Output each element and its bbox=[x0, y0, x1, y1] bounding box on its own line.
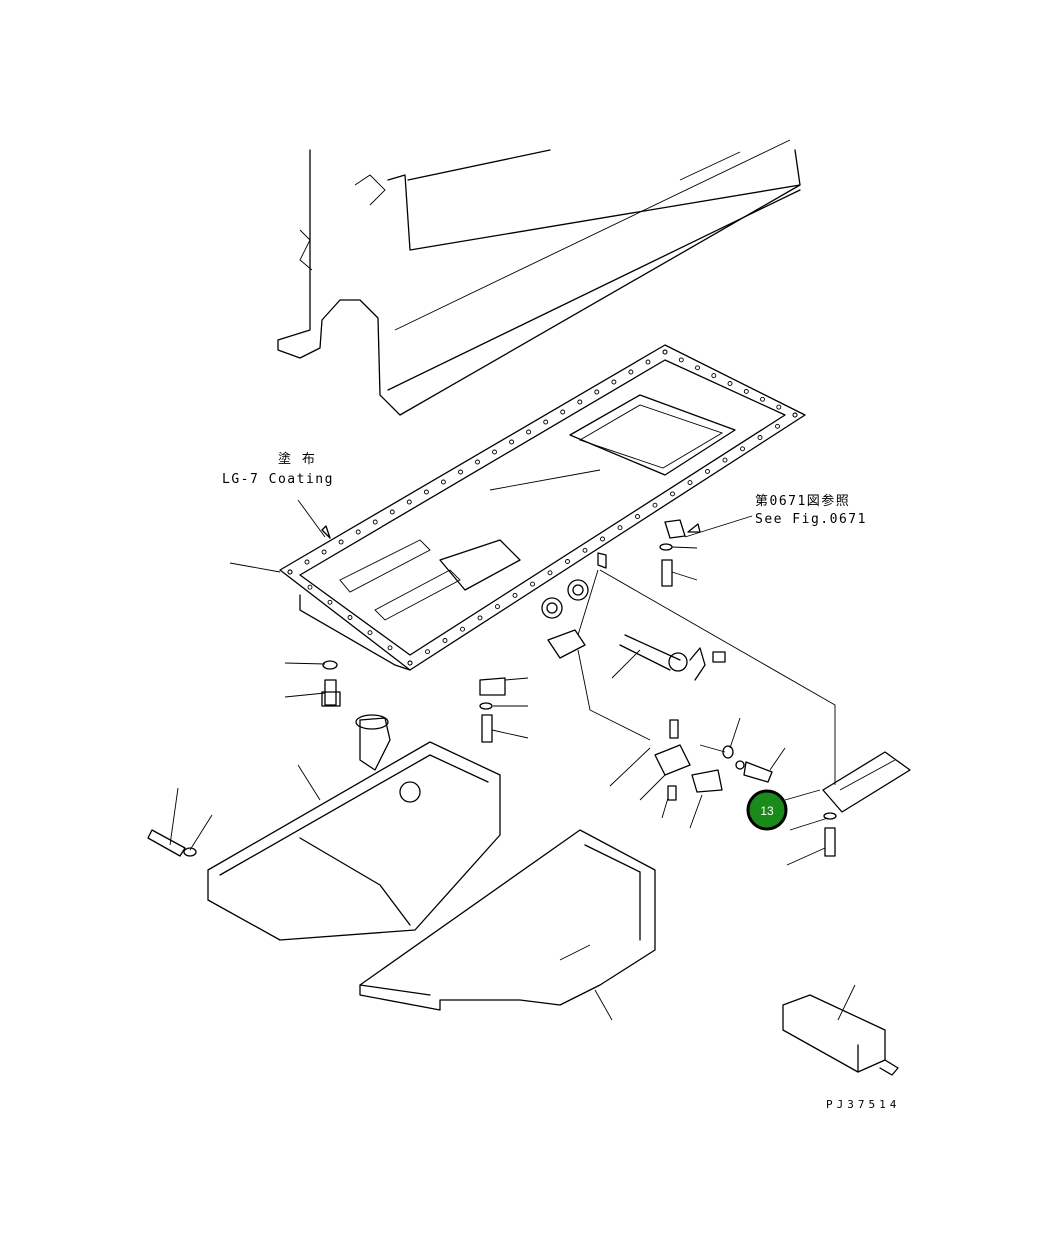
clamp-and-bolt-right bbox=[659, 519, 686, 587]
fittings bbox=[479, 552, 726, 696]
drawing-code: PJ37514 bbox=[826, 1098, 900, 1111]
bolt-hole bbox=[512, 592, 518, 598]
bolt-hole bbox=[327, 599, 333, 605]
bolt-hole bbox=[635, 514, 640, 519]
bolt-hole bbox=[600, 536, 605, 542]
lower-bracket bbox=[359, 829, 656, 1011]
engine-block bbox=[277, 139, 801, 416]
bolt-hole bbox=[458, 469, 463, 475]
bolt-hole bbox=[652, 502, 658, 508]
bolt-hole bbox=[687, 480, 693, 486]
bolt-hole bbox=[526, 429, 532, 435]
bolt-hole bbox=[321, 549, 327, 555]
bolt-hole bbox=[530, 581, 535, 587]
bolt-hole bbox=[722, 457, 728, 463]
bolt-hole bbox=[307, 584, 313, 590]
washer-and-bolt-left bbox=[321, 660, 493, 743]
bolt-hole bbox=[338, 539, 344, 545]
bolt-hole bbox=[757, 435, 763, 440]
leader-lines bbox=[169, 499, 856, 1021]
bolt-hole bbox=[577, 399, 583, 405]
coating-arrow-icon bbox=[321, 525, 331, 539]
bolt-hole bbox=[628, 369, 634, 375]
bolt-hole bbox=[442, 638, 448, 643]
bolt-hole bbox=[423, 489, 429, 495]
bolt-hole bbox=[617, 525, 623, 531]
bolt-hole bbox=[355, 529, 361, 535]
bolt-hole bbox=[547, 570, 553, 576]
bolt-hole bbox=[543, 419, 549, 425]
bolt-hole bbox=[594, 389, 600, 395]
bolt-hole bbox=[711, 373, 717, 379]
bolt-hole bbox=[775, 423, 780, 429]
callout-circle[interactable] bbox=[746, 789, 788, 831]
level-gauge-component bbox=[782, 994, 899, 1076]
callout-13[interactable]: 13 bbox=[746, 789, 788, 831]
bolt-hole bbox=[475, 459, 480, 465]
bolt-hole bbox=[645, 359, 651, 365]
bolt-hole bbox=[565, 559, 570, 564]
oil-pan-lower bbox=[207, 714, 501, 941]
flange-bolt-holes bbox=[287, 349, 798, 666]
bolt-hole bbox=[440, 479, 446, 485]
bolt-hole bbox=[406, 499, 412, 505]
bolt-hole bbox=[743, 388, 749, 394]
bolt-hole bbox=[389, 509, 395, 515]
bolt-hole bbox=[304, 559, 310, 565]
bolt-hole bbox=[367, 630, 373, 636]
bolt-hole bbox=[695, 365, 700, 371]
figure-ref-en: See Fig.0671 bbox=[755, 512, 867, 527]
callout-number[interactable]: 13 bbox=[760, 804, 774, 818]
bolt-hole bbox=[509, 439, 515, 445]
bolt-hole bbox=[372, 519, 378, 525]
figure-ref-jp: 第0671図参照 bbox=[755, 493, 850, 509]
bolt-hole bbox=[662, 349, 668, 355]
bolt-hole bbox=[740, 446, 745, 452]
bolt-hole bbox=[347, 615, 353, 620]
bolt-hole bbox=[705, 468, 710, 474]
right-side-parts bbox=[147, 719, 911, 857]
bolt-hole bbox=[611, 379, 617, 385]
reference-arrow-icon bbox=[687, 523, 701, 533]
bolt-hole bbox=[678, 357, 684, 363]
bolt-hole bbox=[495, 604, 500, 610]
bolt-hole bbox=[670, 491, 675, 497]
oil-pan-upper bbox=[279, 344, 806, 671]
coating-label-jp: 塗 布 bbox=[278, 451, 316, 467]
bolt-hole bbox=[776, 404, 782, 410]
bolt-hole bbox=[387, 645, 393, 651]
bolt-hole bbox=[582, 547, 588, 553]
coating-label-en: LG-7 Coating bbox=[222, 472, 334, 487]
bolt-hole bbox=[460, 626, 465, 632]
bolt-hole bbox=[792, 412, 798, 418]
bolt-hole bbox=[760, 396, 765, 402]
bolt-hole bbox=[477, 615, 483, 621]
bolt-hole bbox=[727, 381, 733, 386]
bolt-hole bbox=[425, 649, 430, 655]
bolt-hole bbox=[407, 660, 413, 666]
bolt-hole bbox=[287, 569, 293, 575]
bolt-hole bbox=[560, 409, 566, 415]
bolt-hole bbox=[492, 449, 497, 455]
